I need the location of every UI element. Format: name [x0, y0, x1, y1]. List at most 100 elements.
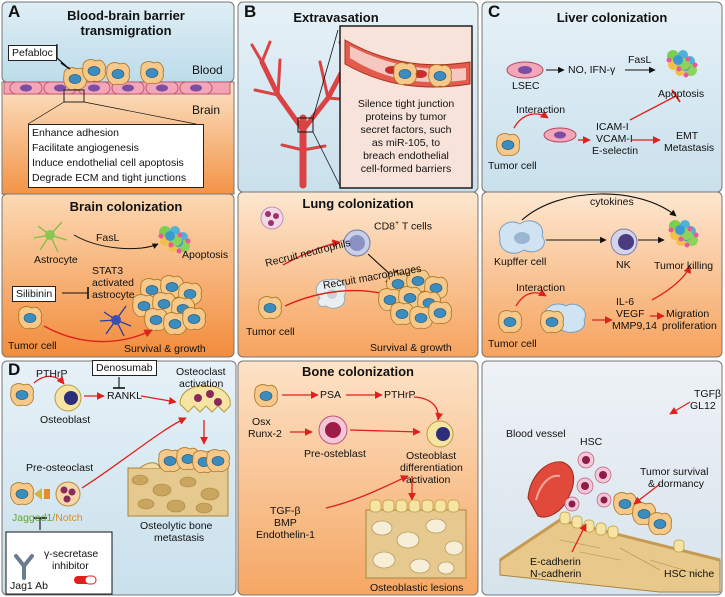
proliferation-label: proliferation: [662, 320, 717, 332]
apoptosis-label-c: Apoptosis: [658, 88, 705, 100]
blood-vessel-label: Blood vessel: [506, 428, 566, 440]
callout-line: breach endothelial: [363, 150, 449, 162]
interaction-label-1: Interaction: [516, 104, 566, 116]
ecadherin-label: E-cadherin: [530, 556, 581, 568]
survival-label-a: Survival & growth: [124, 343, 206, 355]
panel-b-title: Extravasation: [293, 10, 379, 25]
astrocyte-cell: [33, 221, 68, 253]
lsec-label: LSEC: [512, 80, 540, 92]
panel-b-letter: B: [244, 2, 257, 21]
osteoblast-label: Osteoblast: [40, 414, 91, 426]
hsc-label: HSC: [580, 436, 603, 448]
endothelin-label: Endothelin-1: [256, 529, 315, 541]
lung-colonization-title: Lung colonization: [302, 196, 414, 211]
callout-line: proteins by tumor: [365, 111, 447, 123]
ncadherin-label: N-cadherin: [530, 568, 582, 580]
il6-label: IL-6: [616, 296, 635, 308]
osx-label: Osx: [252, 416, 271, 428]
blood-label: Blood: [192, 63, 223, 77]
pefabloc-box: Pefabloc: [8, 45, 57, 61]
bmp-label: BMP: [274, 517, 297, 529]
emt-label: EMT: [676, 130, 699, 142]
osteolytic-label-1: Osteolytic bone: [140, 520, 213, 532]
mmp-label: MMP9,14: [612, 320, 657, 332]
silibinin-box: Silibinin: [12, 286, 57, 302]
callout-line: secret factors, such: [360, 124, 452, 136]
brain-label: Brain: [192, 103, 221, 117]
stat3-label-1: STAT3: [92, 265, 124, 277]
panel-a-title-line2: transmigration: [80, 23, 172, 38]
tumor-cell-label-b: Tumor cell: [246, 326, 295, 338]
tumor-killing-label: Tumor killing: [654, 260, 714, 272]
panel-c-bottom-bg: [481, 191, 723, 358]
no-ifn-label: NO, IFN-γ: [568, 64, 616, 76]
bbb-effects-box: Enhance adhesion Facilitate angiogenesis…: [28, 124, 204, 188]
stat3-label-2: activated: [92, 277, 135, 289]
panel-a-letter: A: [8, 2, 21, 21]
survival-label-b: Survival & growth: [370, 342, 452, 354]
osteoclast-label-1: Osteoclast: [176, 366, 226, 378]
extravasation-callout: Silence tight junction proteins by tumor…: [343, 98, 469, 176]
eselectin-label: E-selectin: [592, 145, 639, 157]
hsc-niche-label: HSC niche: [664, 568, 715, 580]
cytokines-label: cytokines: [590, 196, 634, 208]
gl12-label: GL12: [690, 400, 716, 412]
bbb-effect-item: Induce endothelial cell apoptosis: [32, 157, 184, 169]
psa-label: PSA: [320, 389, 342, 401]
osteoblastic-lesions-label: Osteoblastic lesions: [370, 582, 464, 594]
osteolytic-label-2: metastasis: [154, 532, 205, 544]
pthrp-label-bone: PTHrP: [384, 389, 416, 401]
osteoclast-label-2: activation: [179, 378, 224, 390]
osteoblast-diff-label-2: differentiation: [400, 462, 463, 474]
pthrp-label-d: PTHrP: [36, 368, 68, 380]
cd8-label: CD8+ T cells: [374, 220, 432, 233]
gamma-secretase-label-1: γ-secretase: [44, 548, 99, 560]
icam-label: ICAM-I: [596, 121, 629, 133]
panel-a-title-line1: Blood-brain barrier: [67, 8, 185, 23]
osteoblast-diff-label-1: Osteoblast: [406, 450, 457, 462]
callout-line: cell-formed barriers: [360, 163, 452, 175]
osteoblast-diff-label-3: activation: [406, 474, 451, 486]
metastasis-label: Metastasis: [664, 142, 715, 154]
pre-osteoblast-label: Pre-osteblast: [304, 448, 366, 460]
tumor-survival-label-1: Tumor survival: [640, 466, 709, 478]
tumor-survival-label-2: & dormancy: [648, 478, 705, 490]
rankl-label: RANKL: [107, 390, 143, 402]
kupffer-label: Kupffer cell: [494, 256, 547, 268]
bbb-effect-item: Degrade ECM and tight junctions: [32, 172, 187, 184]
tumor-cell-label-a: Tumor cell: [8, 340, 57, 352]
migration-label: Migration: [666, 308, 710, 320]
stat3-astrocyte-cell: [99, 305, 132, 337]
apoptosis-label-a: Apoptosis: [182, 249, 229, 261]
stat3-label-3: astrocyte: [92, 289, 135, 301]
nk-label: NK: [616, 259, 631, 271]
panel-d-letter: D: [8, 360, 21, 379]
tumor-cell-label-c2: Tumor cell: [488, 338, 537, 350]
panel-c-title: Liver colonization: [556, 10, 668, 25]
jag1-ab-label: Jag1 Ab: [10, 580, 48, 592]
vegf-label: VEGF: [616, 308, 645, 320]
tgfb-label: TGFβ: [694, 388, 722, 400]
interaction-label-2: Interaction: [516, 282, 566, 294]
vcam-label: VCAM-I: [596, 133, 633, 145]
fasl-label-c: FasL: [628, 54, 652, 66]
brain-colonization-title: Brain colonization: [69, 199, 183, 214]
pre-osteoclast-cell: [55, 481, 81, 507]
jagged-notch-label: Jagged1/Notch: [12, 512, 83, 524]
bone-colonization-title: Bone colonization: [302, 364, 414, 379]
denosumab-box: Denosumab: [92, 360, 157, 376]
callout-line: as miR-105, to: [371, 137, 441, 149]
pre-osteoclast-label: Pre-osteoclast: [26, 462, 94, 474]
callout-line: Silence tight junction: [357, 98, 455, 110]
panel-c-letter: C: [488, 2, 501, 21]
fasl-label-a: FasL: [96, 232, 120, 244]
astrocyte-label: Astrocyte: [34, 254, 78, 266]
tumor-cell-label-c1: Tumor cell: [488, 160, 537, 172]
gamma-secretase-label-2: inhibitor: [52, 560, 89, 572]
tgf-label: TGF-β: [270, 505, 301, 517]
bbb-effect-item: Facilitate angiogenesis: [32, 142, 139, 154]
antibody-icon: [14, 554, 34, 580]
runx-label: Runx-2: [248, 428, 282, 440]
